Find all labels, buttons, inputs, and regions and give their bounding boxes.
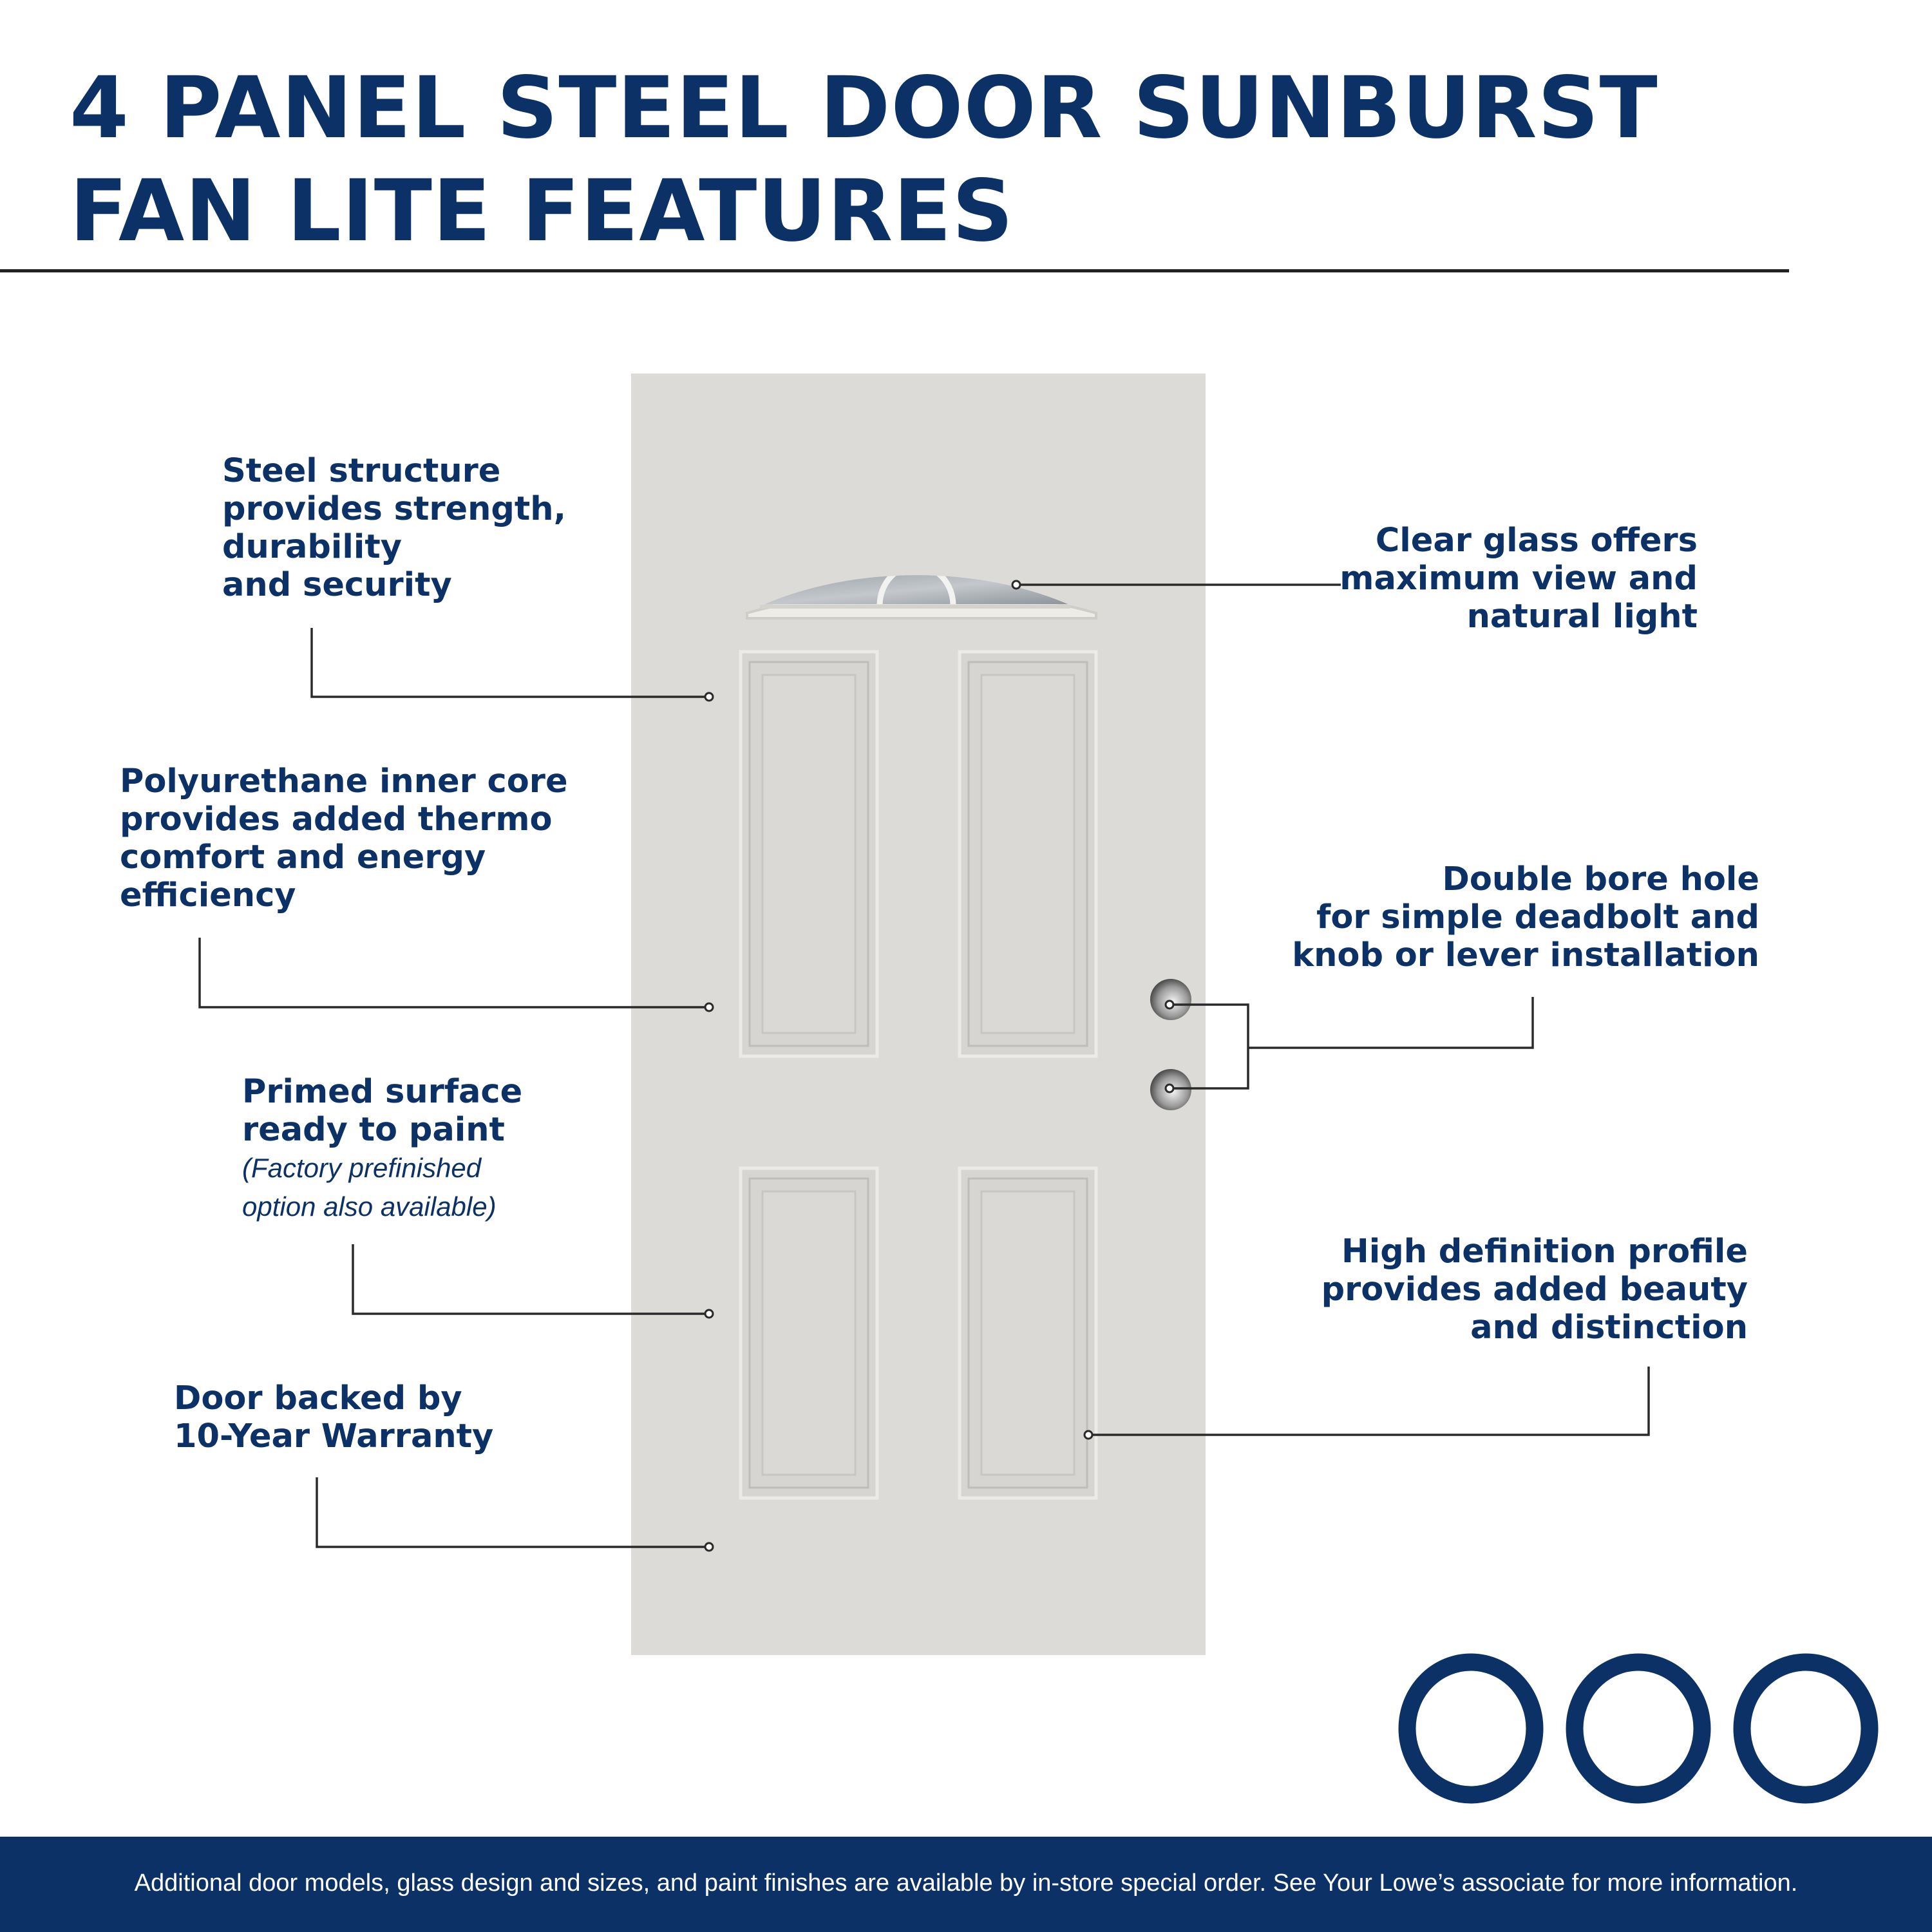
panel-bottom-right — [958, 1166, 1098, 1500]
callout-primed-surface: Primed surface ready to paint (Factory p… — [242, 1073, 522, 1226]
leader-warranty — [316, 1477, 706, 1548]
callout-line: High definition profile — [1341, 1233, 1748, 1271]
leader-lines — [198, 583, 1650, 1548]
callout-warranty: Door backed by 10-Year Warranty — [174, 1379, 493, 1455]
leader-endpoints — [704, 580, 1175, 1552]
fan-lite-window-icon — [746, 575, 1097, 620]
footer-note: Additional door models, glass design and… — [134, 1870, 1798, 1897]
callout-line: Clear glass offers — [1375, 522, 1698, 560]
callout-bore-hole: Double bore hole for simple deadbolt and… — [1292, 860, 1759, 974]
endpoint-profile — [1083, 1430, 1094, 1440]
callout-line: maximum view and — [1340, 560, 1698, 598]
leader-steel — [310, 628, 706, 698]
endpoint-glass — [1011, 580, 1021, 590]
door-slab — [631, 374, 1206, 1655]
callout-line: natural light — [1466, 598, 1698, 636]
callout-line: ready to paint — [242, 1111, 505, 1149]
callout-profile: High definition profile provides added b… — [1321, 1233, 1748, 1347]
callout-line: and distinction — [1470, 1309, 1748, 1347]
callout-line: 10-Year Warranty — [174, 1417, 494, 1455]
callout-line: provides added thermo — [120, 800, 553, 838]
callout-note: (Factory prefinished — [242, 1153, 482, 1183]
title-line-1: 4 PANEL STEEL DOOR SUNBURST — [70, 59, 1658, 158]
footer-bar — [0, 1837, 1932, 1932]
page-title: 4 PANEL STEEL DOOR SUNBURST FAN LITE FEA… — [70, 57, 1808, 263]
title-line-2: FAN LITE FEATURES — [70, 162, 1014, 261]
callout-steel-structure: Steel structure provides strength, durab… — [222, 452, 566, 604]
callout-line: efficiency — [120, 876, 296, 914]
deadbolt-bore-hole-icon — [1150, 979, 1191, 1020]
leader-primed — [352, 1244, 706, 1315]
callout-line: knob or lever installation — [1292, 936, 1759, 974]
callout-line: comfort and energy — [120, 838, 486, 876]
endpoint-core — [704, 1002, 714, 1012]
leader-bore-top — [1167, 1003, 1249, 1090]
callout-line: Polyurethane inner core — [120, 762, 568, 800]
callout-note: option also available) — [242, 1191, 497, 1222]
panel-top-right — [958, 650, 1098, 1058]
callout-line: provides added beauty — [1321, 1271, 1748, 1309]
callout-clear-glass: Clear glass offers maximum view and natu… — [1340, 522, 1698, 636]
endpoint-primed — [704, 1309, 714, 1319]
endpoint-steel — [704, 692, 714, 702]
endpoint-knob — [1164, 1083, 1175, 1094]
callout-line: Double bore hole — [1442, 860, 1759, 898]
endpoint-deadbolt — [1164, 999, 1175, 1010]
decorative-rings-icon — [1398, 1653, 1879, 1804]
callout-line: Primed surface — [242, 1073, 523, 1111]
callout-inner-core: Polyurethane inner core provides added t… — [120, 762, 568, 914]
callout-line: Door backed by — [174, 1379, 462, 1417]
callout-line: provides strength, — [222, 490, 566, 528]
callout-line: durability — [222, 528, 402, 566]
panel-top-left — [739, 650, 879, 1058]
leader-bore — [1248, 997, 1534, 1049]
door-panels — [739, 650, 1098, 1500]
callout-line: and security — [222, 566, 452, 604]
title-divider — [0, 269, 1789, 272]
callout-line: Steel structure — [222, 452, 501, 490]
callout-line: for simple deadbolt and — [1316, 898, 1759, 936]
panel-bottom-left — [739, 1166, 879, 1500]
endpoint-warranty — [704, 1542, 714, 1552]
leader-profile — [1091, 1367, 1650, 1436]
leader-core — [198, 938, 706, 1009]
